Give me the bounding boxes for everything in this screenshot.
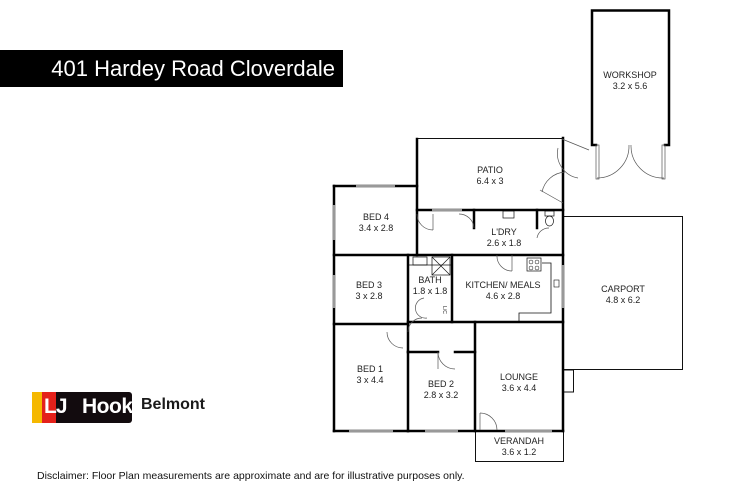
verandah-outline bbox=[475, 431, 564, 462]
room-ldry-size: 2.6 x 1.8 bbox=[487, 238, 522, 248]
linen-cupboard-label: L/C bbox=[441, 306, 447, 314]
carport-post bbox=[563, 369, 574, 393]
room-bed3-name: BED 3 bbox=[356, 280, 382, 290]
room-verandah-name: VERANDAH bbox=[494, 436, 544, 446]
toilet-bowl bbox=[545, 215, 554, 227]
logo-red-block bbox=[42, 392, 56, 423]
room-workshop-size: 3.2 x 5.6 bbox=[613, 81, 648, 91]
lj-hooker-logo: LJ Hooker bbox=[32, 392, 152, 423]
room-bed4-name: BED 4 bbox=[363, 212, 389, 222]
title-bar: 401 Hardey Road Cloverdale bbox=[0, 50, 343, 87]
room-bed2-name: BED 2 bbox=[428, 379, 454, 389]
room-labels: WORKSHOP 3.2 x 5.6 PATIO 6.4 x 3 BED 4 3… bbox=[355, 70, 656, 457]
room-bed4-size: 3.4 x 2.8 bbox=[359, 223, 394, 233]
room-patio-name: PATIO bbox=[477, 165, 503, 175]
room-bed2-size: 2.8 x 3.2 bbox=[424, 390, 459, 400]
room-carport-size: 4.8 x 6.2 bbox=[606, 295, 641, 305]
disclaimer: Disclaimer: Floor Plan measurements are … bbox=[37, 470, 465, 482]
logo-dark-block bbox=[56, 392, 132, 423]
basin bbox=[412, 256, 428, 266]
room-bath-name: BATH bbox=[418, 275, 441, 285]
room-ldry-name: L'DRY bbox=[491, 227, 517, 237]
room-bed3-size: 3 x 2.8 bbox=[355, 291, 382, 301]
room-lounge-name: LOUNGE bbox=[500, 372, 538, 382]
room-workshop-name: WORKSHOP bbox=[603, 70, 657, 80]
room-lounge-size: 3.6 x 4.4 bbox=[502, 383, 537, 393]
logo-lj-text: LJ bbox=[44, 395, 67, 418]
office-name: Belmont bbox=[141, 396, 205, 413]
stove bbox=[526, 257, 542, 272]
room-bed1-name: BED 1 bbox=[357, 364, 383, 374]
laundry-tub bbox=[502, 210, 515, 219]
toilet-cistern bbox=[544, 210, 555, 217]
logo-hooker-text: Hooker bbox=[82, 395, 152, 418]
room-patio-size: 6.4 x 3 bbox=[476, 176, 503, 186]
room-carport-name: CARPORT bbox=[601, 284, 645, 294]
property-address: 401 Hardey Road Cloverdale bbox=[51, 56, 335, 81]
room-kitchen-name: KITCHEN/ MEALS bbox=[465, 280, 540, 290]
room-bed1-size: 3 x 4.4 bbox=[356, 375, 383, 385]
shower bbox=[431, 256, 451, 276]
logo-yellow-stripe bbox=[32, 392, 42, 423]
kitchen-bench bbox=[518, 262, 552, 322]
room-kitchen-size: 4.6 x 2.8 bbox=[486, 291, 521, 301]
room-bath-size: 1.8 x 1.8 bbox=[413, 286, 448, 296]
room-verandah-size: 3.6 x 1.2 bbox=[502, 447, 537, 457]
workshop-walls bbox=[590, 9, 671, 147]
